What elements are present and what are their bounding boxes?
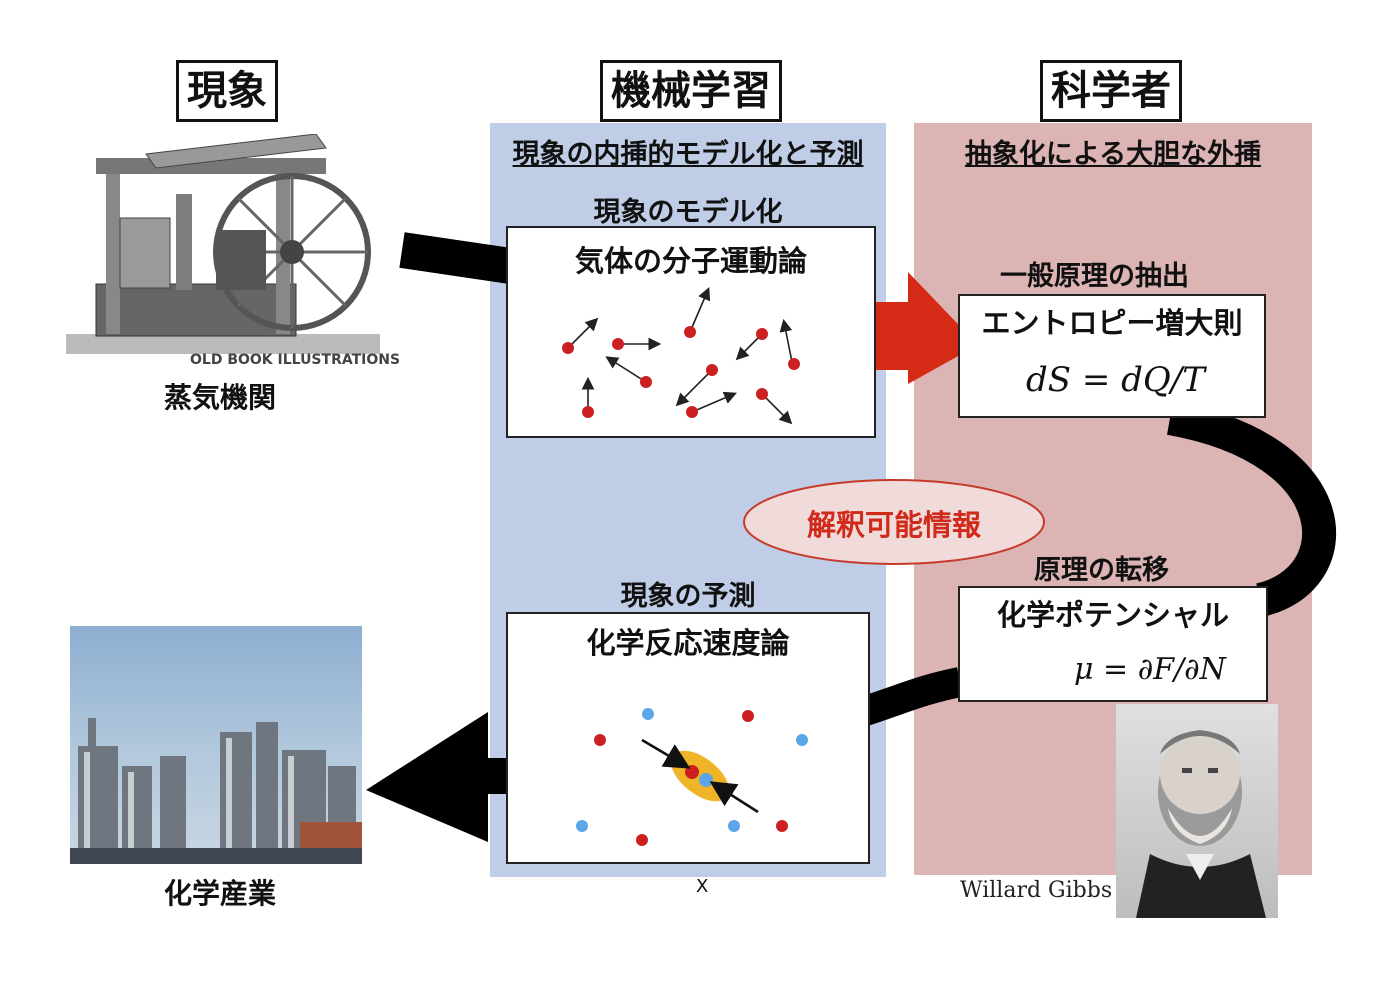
chemical-potential-formula: μ = ∂F/∂N <box>1074 652 1226 687</box>
gibbs-caption: Willard Gibbs <box>960 878 1113 903</box>
interpretable-info-text: 解釈可能情報 <box>806 508 981 542</box>
reaction-kinetics-box: 化学反応速度論 <box>506 612 870 864</box>
header-phenomenon: 現象 <box>176 60 278 122</box>
header-machine-learning: 機械学習 <box>600 60 782 122</box>
entropy-law-title: エントロピー増大則 <box>981 306 1243 340</box>
arrow-potential-to-prediction <box>857 667 964 727</box>
entropy-law-box: エントロピー増大則 dS = dQ/T <box>958 294 1266 418</box>
chemical-plant-photo <box>70 626 362 864</box>
chemical-potential-box: 化学ポテンシャル μ = ∂F/∂N <box>958 586 1268 702</box>
reaction-kinetics-title: 化学反応速度論 <box>586 626 790 660</box>
chemical-potential-title: 化学ポテンシャル <box>996 598 1229 632</box>
prediction-label: 現象の予測 <box>620 581 756 612</box>
ml-footer-mark: X <box>696 876 709 897</box>
chemical-industry-caption: 化学産業 <box>164 877 277 910</box>
reaction-diagram <box>576 708 808 846</box>
scientist-subtitle: 抽象化による大胆な外挿 <box>964 139 1262 170</box>
entropy-formula: dS = dQ/T <box>1026 360 1205 400</box>
arrow-engine-to-model <box>399 232 513 284</box>
arrow-model-to-principle <box>852 272 978 384</box>
kinetic-theory-title: 気体の分子運動論 <box>574 244 807 278</box>
interpretable-ellipse <box>743 479 1045 565</box>
kinetic-theory-box: 気体の分子運動論 <box>506 226 876 438</box>
modeling-label: 現象のモデル化 <box>593 197 783 228</box>
gibbs-portrait <box>1116 704 1278 918</box>
arrow-head-to-industry <box>366 712 488 842</box>
steam-engine-caption: 蒸気機関 <box>164 381 277 414</box>
chemical-plant-drawing <box>70 718 362 864</box>
engine-watermark: OLD BOOK ILLUSTRATIONS <box>190 352 401 368</box>
steam-engine-illustration <box>66 134 380 370</box>
arrow-entropy-to-potential <box>1166 401 1337 617</box>
steam-engine-drawing <box>66 134 380 354</box>
transfer-label: 原理の転移 <box>1034 555 1169 586</box>
ml-subtitle: 現象の内挿的モデル化と予測 <box>512 139 864 170</box>
molecule-motion-diagram <box>562 287 800 425</box>
header-scientist: 科学者 <box>1040 60 1182 122</box>
extraction-label: 一般原理の抽出 <box>1000 261 1189 292</box>
portrait-drawing <box>1136 730 1266 918</box>
